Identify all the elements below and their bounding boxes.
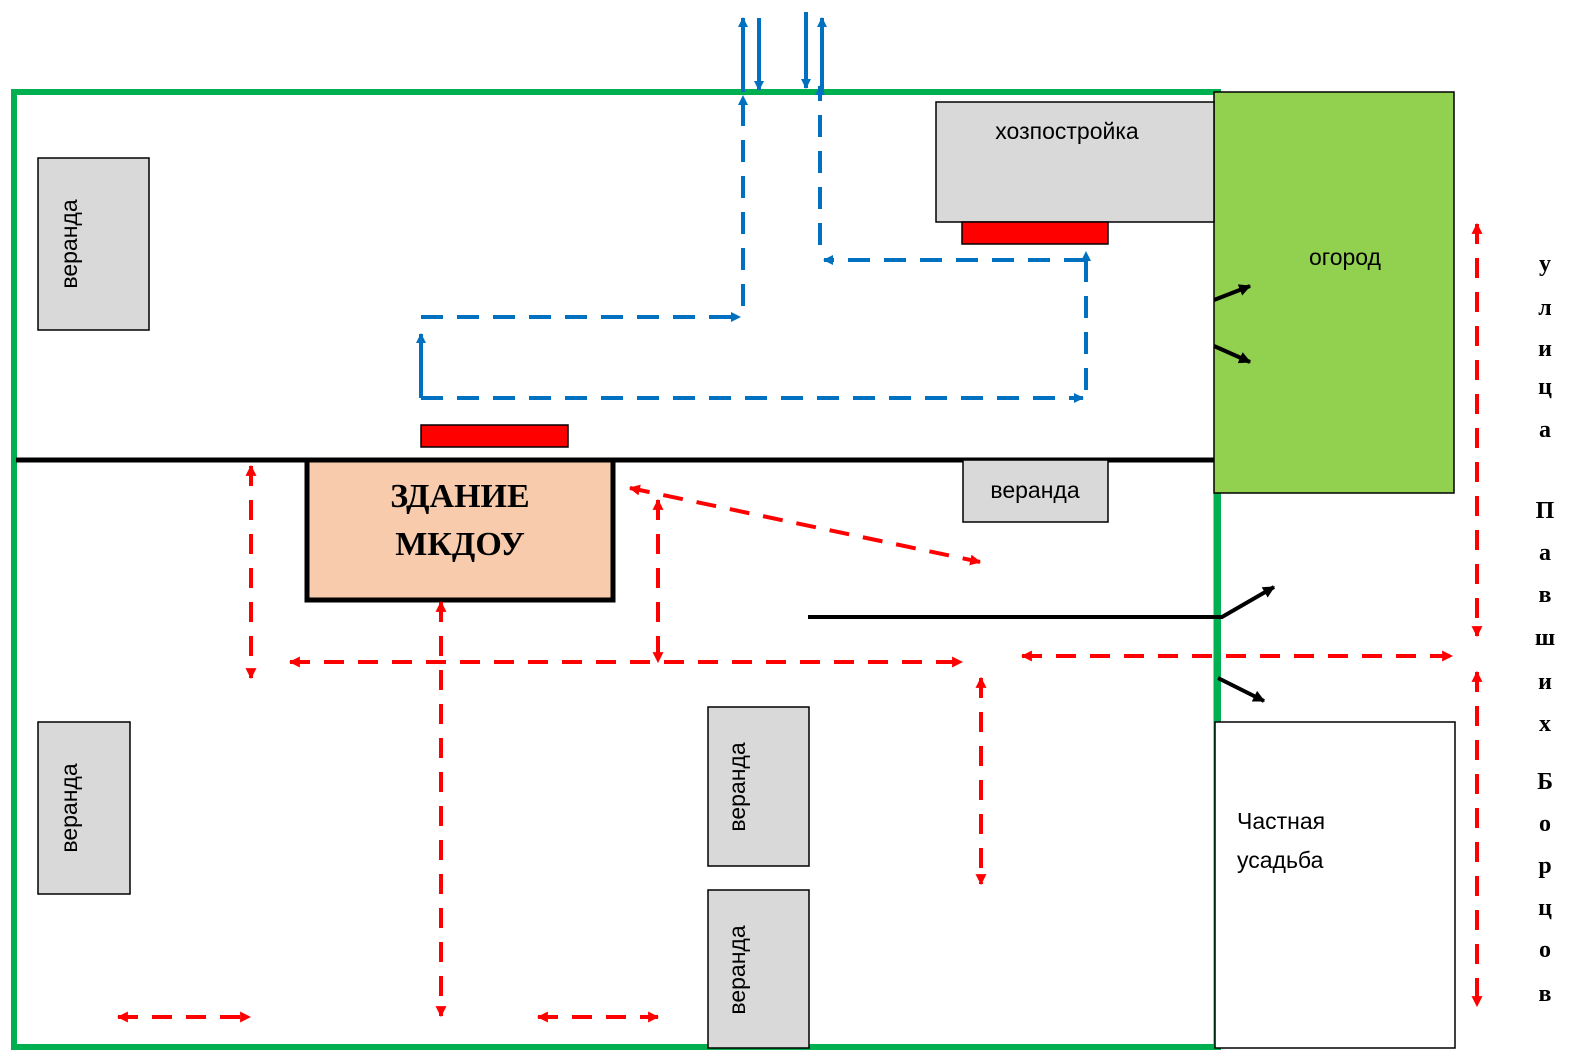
private-estate-label-line2: усадьба xyxy=(1237,847,1324,873)
private-estate-label-line1: Частная xyxy=(1237,808,1325,834)
street-name-letter: Б xyxy=(1537,769,1553,795)
street-name-letter: в xyxy=(1539,582,1552,608)
red-routes xyxy=(116,222,1483,1023)
blue-solid-arrows xyxy=(416,12,827,398)
street-name-letter: в xyxy=(1539,981,1552,1007)
street-name-letter: о xyxy=(1539,937,1551,963)
building-mkdou: ЗДАНИЕ МКДОУ xyxy=(304,457,616,603)
street-name-letter: а xyxy=(1539,417,1551,443)
garden: огород xyxy=(1213,91,1455,494)
shed: хозпостройка xyxy=(935,101,1215,223)
street-name-letter: у xyxy=(1539,251,1551,277)
veranda-top-left: веранда xyxy=(37,157,150,331)
street-name-letter: ш xyxy=(1535,625,1555,651)
red-marker-building xyxy=(420,424,569,448)
black-arrow-garden-1 xyxy=(1213,284,1252,302)
private-estate: Частная усадьба xyxy=(1214,721,1456,1049)
street-name-letter: а xyxy=(1539,540,1551,566)
street-name-letter: р xyxy=(1538,853,1551,879)
building-label-line1: ЗДАНИЕ xyxy=(390,478,529,515)
street-name-letter: и xyxy=(1538,669,1552,695)
red-marker-shed xyxy=(961,221,1109,245)
red-route-diagonal xyxy=(628,484,982,566)
street-name-letter: о xyxy=(1539,811,1551,837)
veranda-center-lower: веранда xyxy=(707,889,810,1049)
black-arrow-garden-2 xyxy=(1213,344,1252,364)
street-name-letter: ц xyxy=(1538,374,1552,400)
veranda-label: веранда xyxy=(56,199,82,288)
veranda-label: веранда xyxy=(724,742,750,831)
veranda-center-upper: веранда xyxy=(707,706,810,867)
blue-routes xyxy=(421,85,1091,403)
street-name-letter: и xyxy=(1538,336,1552,362)
street-name-letter: ц xyxy=(1538,895,1552,921)
veranda-label: веранда xyxy=(56,763,82,852)
shed-label: хозпостройка xyxy=(995,118,1139,144)
veranda-label: веранда xyxy=(990,477,1079,503)
street-name-letter: л xyxy=(1538,295,1551,321)
garden-label: огород xyxy=(1309,244,1382,270)
veranda-mid-left: веранда xyxy=(37,721,131,895)
veranda-label: веранда xyxy=(724,925,750,1014)
black-arrow-estate xyxy=(1217,676,1266,703)
building-label-line2: МКДОУ xyxy=(395,526,525,563)
black-arrows xyxy=(808,284,1276,703)
street-name-letter: П xyxy=(1536,498,1555,524)
black-entrance-line xyxy=(808,585,1276,619)
street-name-letter: х xyxy=(1539,711,1551,737)
veranda-right-of-building: веранда xyxy=(962,459,1109,523)
